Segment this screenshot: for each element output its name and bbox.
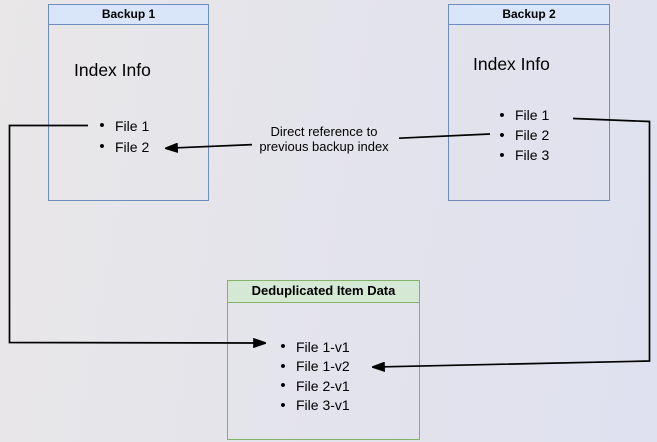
backup2-index-info-label: Index Info [473,54,550,74]
file-item: File 2 [95,136,149,157]
bullet-icon [495,107,509,124]
file-item: File 1-v1 [276,337,350,357]
file-item: File 1-v2 [276,357,350,377]
node-backup1: Backup 1 [48,4,209,201]
bullet-icon [276,338,290,355]
bullet-icon [276,358,290,375]
dedup-file-list: File 1-v1 File 1-v2 File 2-v1 File 3-v1 [276,337,350,415]
file-item: File 1 [495,105,549,125]
node-dedup-title: Deduplicated Item Data [228,281,419,303]
file-item: File 1 [95,115,149,136]
node-backup1-title: Backup 1 [49,5,208,25]
file-item: File 2-v1 [276,376,350,396]
bullet-icon [95,138,109,155]
file-item: File 3-v1 [276,396,350,416]
node-dedup: Deduplicated Item Data [227,280,420,440]
bullet-icon [276,377,290,394]
file-item: File 3 [495,145,549,165]
bullet-icon [276,397,290,414]
node-backup2-title: Backup 2 [449,5,609,25]
node-backup2: Backup 2 [448,4,610,201]
backup2-file-list: File 1 File 2 File 3 [495,105,549,165]
bullet-icon [495,127,509,144]
file-item: File 2 [495,125,549,145]
edge-direct-reference-label: Direct reference to previous backup inde… [259,124,389,154]
backup1-file-list: File 1 File 2 [95,115,149,157]
backup1-index-info-label: Index Info [74,60,151,80]
bullet-icon [495,147,509,164]
bullet-icon [95,117,109,134]
